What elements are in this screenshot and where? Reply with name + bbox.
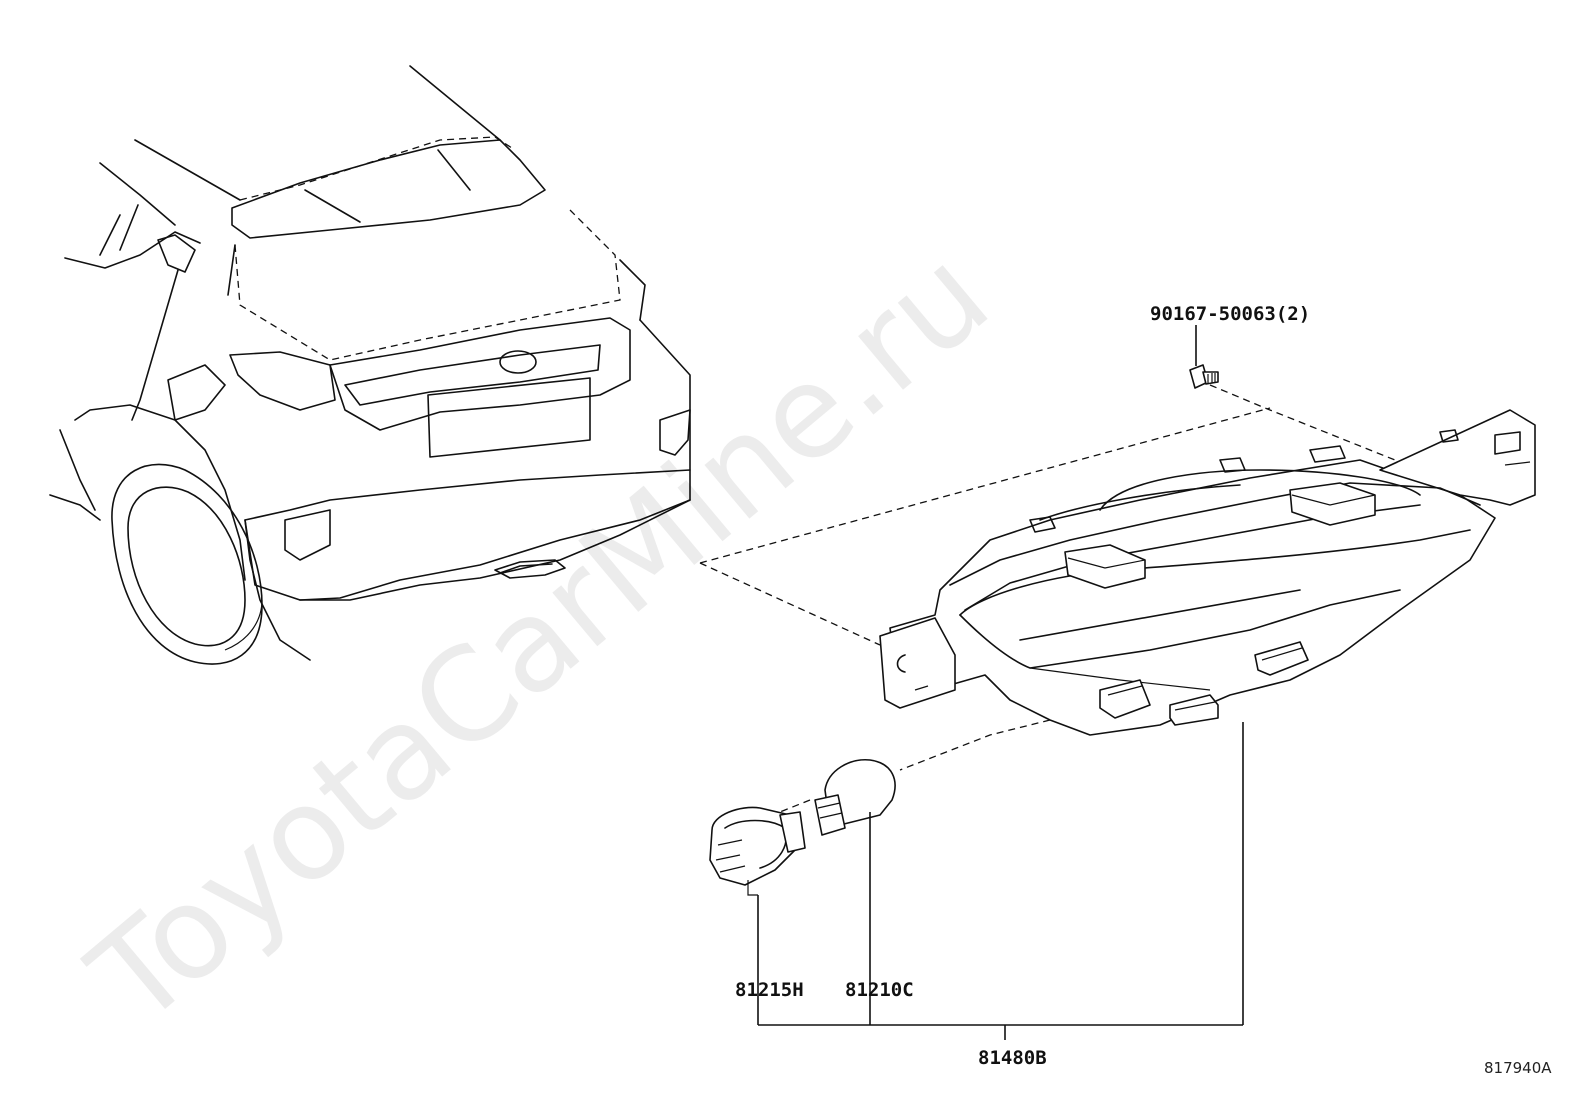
rear-fog-lamp-assembly [879, 409, 1536, 736]
bulb-81210c [814, 759, 896, 836]
vehicle-rear-view [49, 65, 691, 665]
watermark: ToyotaCarMine.ru [63, 221, 1016, 1055]
part-label-bulb: 81210C [845, 979, 914, 1001]
bolt-90167-50063 [1189, 325, 1219, 389]
part-label-socket: 81215H [735, 979, 804, 1001]
diagram-reference-code: 817940A [1484, 1059, 1552, 1077]
exploded-view-leaders [699, 384, 1421, 821]
callout-leaders [757, 722, 1244, 1040]
socket-81215h [709, 806, 806, 896]
part-label-lamp-assembly: 81480B [978, 1047, 1047, 1069]
part-label-bolt: 90167-50063(2) [1150, 303, 1310, 325]
